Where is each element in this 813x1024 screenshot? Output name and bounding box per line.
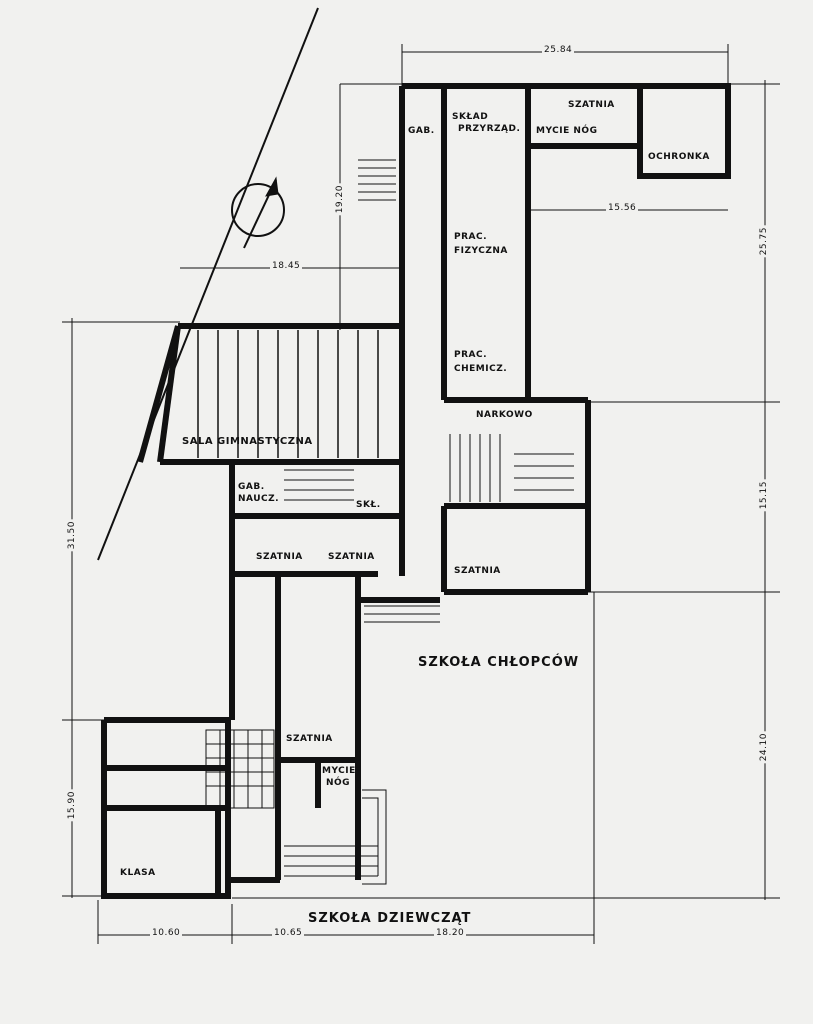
dim-label-top-width: 25.84 [542,45,575,56]
dim-label-right-upper: 25.75 [758,225,770,258]
room-label-klasa: KLASA [120,868,156,878]
room-label-szatnia-left: SZATNIA [256,552,303,562]
room-label-gab-naucz-2: NAUCZ. [238,494,280,504]
room-label-prac-fizyczna-2: FIZYCZNA [454,246,508,256]
room-label-gab: GAB. [408,126,435,136]
label-szkola-dziewczat: SZKOŁA DZIEWCZĄT [308,911,472,926]
wall-bottom-left [101,717,231,899]
dim-label-yard-height: 19.20 [334,183,346,216]
room-label-prac-chemicz-1: PRAC. [454,350,488,360]
dim-label-bottom-2: 10.65 [272,928,305,939]
room-label-mycie-nog-low-1: MYCIE [322,766,356,776]
property-boundary-line [97,7,319,561]
room-label-szatnia-right: SZATNIA [454,566,501,576]
room-label-narkowo: NARKOWO [476,410,533,420]
dim-label-bottom-3: 18.20 [434,928,467,939]
room-label-gab-naucz-1: GAB. [238,482,265,492]
dim-label-right-lower: 24.10 [758,731,770,764]
north-arrow-icon [231,183,285,237]
dim-label-court-width: 15.56 [606,203,639,214]
wall-top-wing [402,83,731,179]
room-label-szatnia-top: SZATNIA [568,100,615,110]
room-label-skl-small: SKŁ. [356,500,381,510]
room-label-przyrzad: PRZYRZĄD. [458,124,521,134]
room-label-szatnia-mid: SZATNIA [328,552,375,562]
room-label-mycie-nog-low-2: NÓG [326,778,351,788]
room-label-sala-gimnastyczna: SALA GIMNASTYCZNA [182,436,313,447]
room-label-ochronka: OCHRONKA [648,152,710,162]
label-szkola-chlopcow: SZKOŁA CHŁOPCÓW [418,655,580,670]
dim-label-bottom-1: 10.60 [150,928,183,939]
room-label-mycie-nog-top: MYCIE NÓG [536,126,598,136]
room-label-szatnia-lower: SZATNIA [286,734,333,744]
room-label-prac-chemicz-2: CHEMICZ. [454,364,508,374]
room-label-sklad: SKŁAD [452,112,489,122]
tiled-floor [205,729,275,809]
dim-label-yard-width: 18.45 [270,261,303,272]
dim-label-right-middle: 15.15 [758,479,770,512]
dim-label-left-upper: 31.50 [66,519,78,552]
room-label-prac-fizyczna-1: PRAC. [454,232,488,242]
dim-label-left-lower: 15.90 [66,789,78,822]
